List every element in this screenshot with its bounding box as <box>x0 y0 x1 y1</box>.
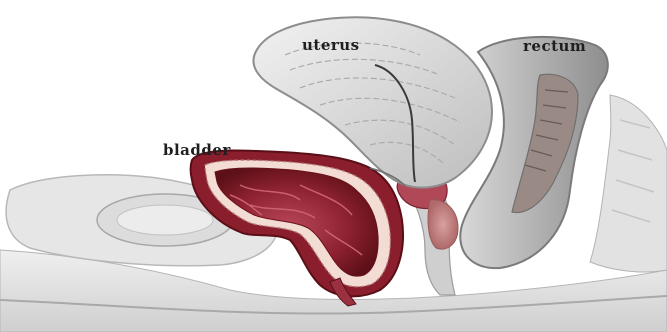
label-bladder: bladder <box>163 141 231 159</box>
label-uterus: uterus <box>302 36 360 54</box>
pubic-bone-inner <box>117 205 213 235</box>
label-rectum: rectum <box>523 37 586 55</box>
